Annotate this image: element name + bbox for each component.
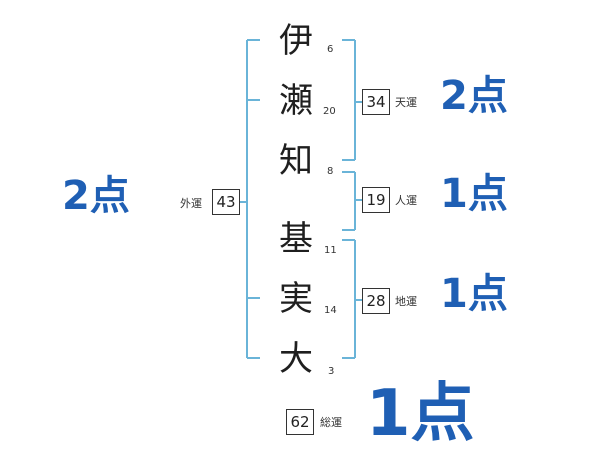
chikaku-value-box: 28 xyxy=(362,288,390,314)
given-char-2: 実 xyxy=(279,279,313,319)
soukaku-score: 1点 xyxy=(366,377,475,451)
given-strokes-3: 3 xyxy=(328,366,335,377)
surname-strokes-1: 6 xyxy=(327,44,334,55)
given-char-1: 基 xyxy=(279,219,313,259)
gaikaku-value-box: 43 xyxy=(212,189,240,215)
tenkaku-score: 2点 xyxy=(440,73,508,119)
given-strokes-2: 14 xyxy=(324,305,337,316)
given-char-3: 大 xyxy=(279,339,313,379)
chikaku-bracket xyxy=(342,239,362,359)
chikaku-label: 地運 xyxy=(395,295,417,308)
jinkaku-label: 人運 xyxy=(395,194,417,207)
surname-char-2: 瀬 xyxy=(279,81,313,121)
surname-strokes-2: 20 xyxy=(323,106,336,117)
gaikaku-label: 外運 xyxy=(180,197,202,210)
tenkaku-bracket xyxy=(342,39,362,161)
chikaku-score: 1点 xyxy=(440,271,508,317)
jinkaku-score: 1点 xyxy=(440,171,508,217)
gaikaku-bracket xyxy=(240,39,260,359)
gaikaku-score: 2点 xyxy=(62,173,130,219)
given-strokes-1: 11 xyxy=(324,245,337,256)
surname-char-1: 伊 xyxy=(279,21,313,61)
soukaku-value-box: 62 xyxy=(286,409,314,435)
jinkaku-bracket xyxy=(342,171,362,231)
surname-char-3: 知 xyxy=(279,141,313,181)
surname-strokes-3: 8 xyxy=(327,166,334,177)
tenkaku-value-box: 34 xyxy=(362,89,390,115)
jinkaku-value-box: 19 xyxy=(362,187,390,213)
soukaku-label: 総運 xyxy=(320,416,342,429)
tenkaku-label: 天運 xyxy=(395,96,417,109)
